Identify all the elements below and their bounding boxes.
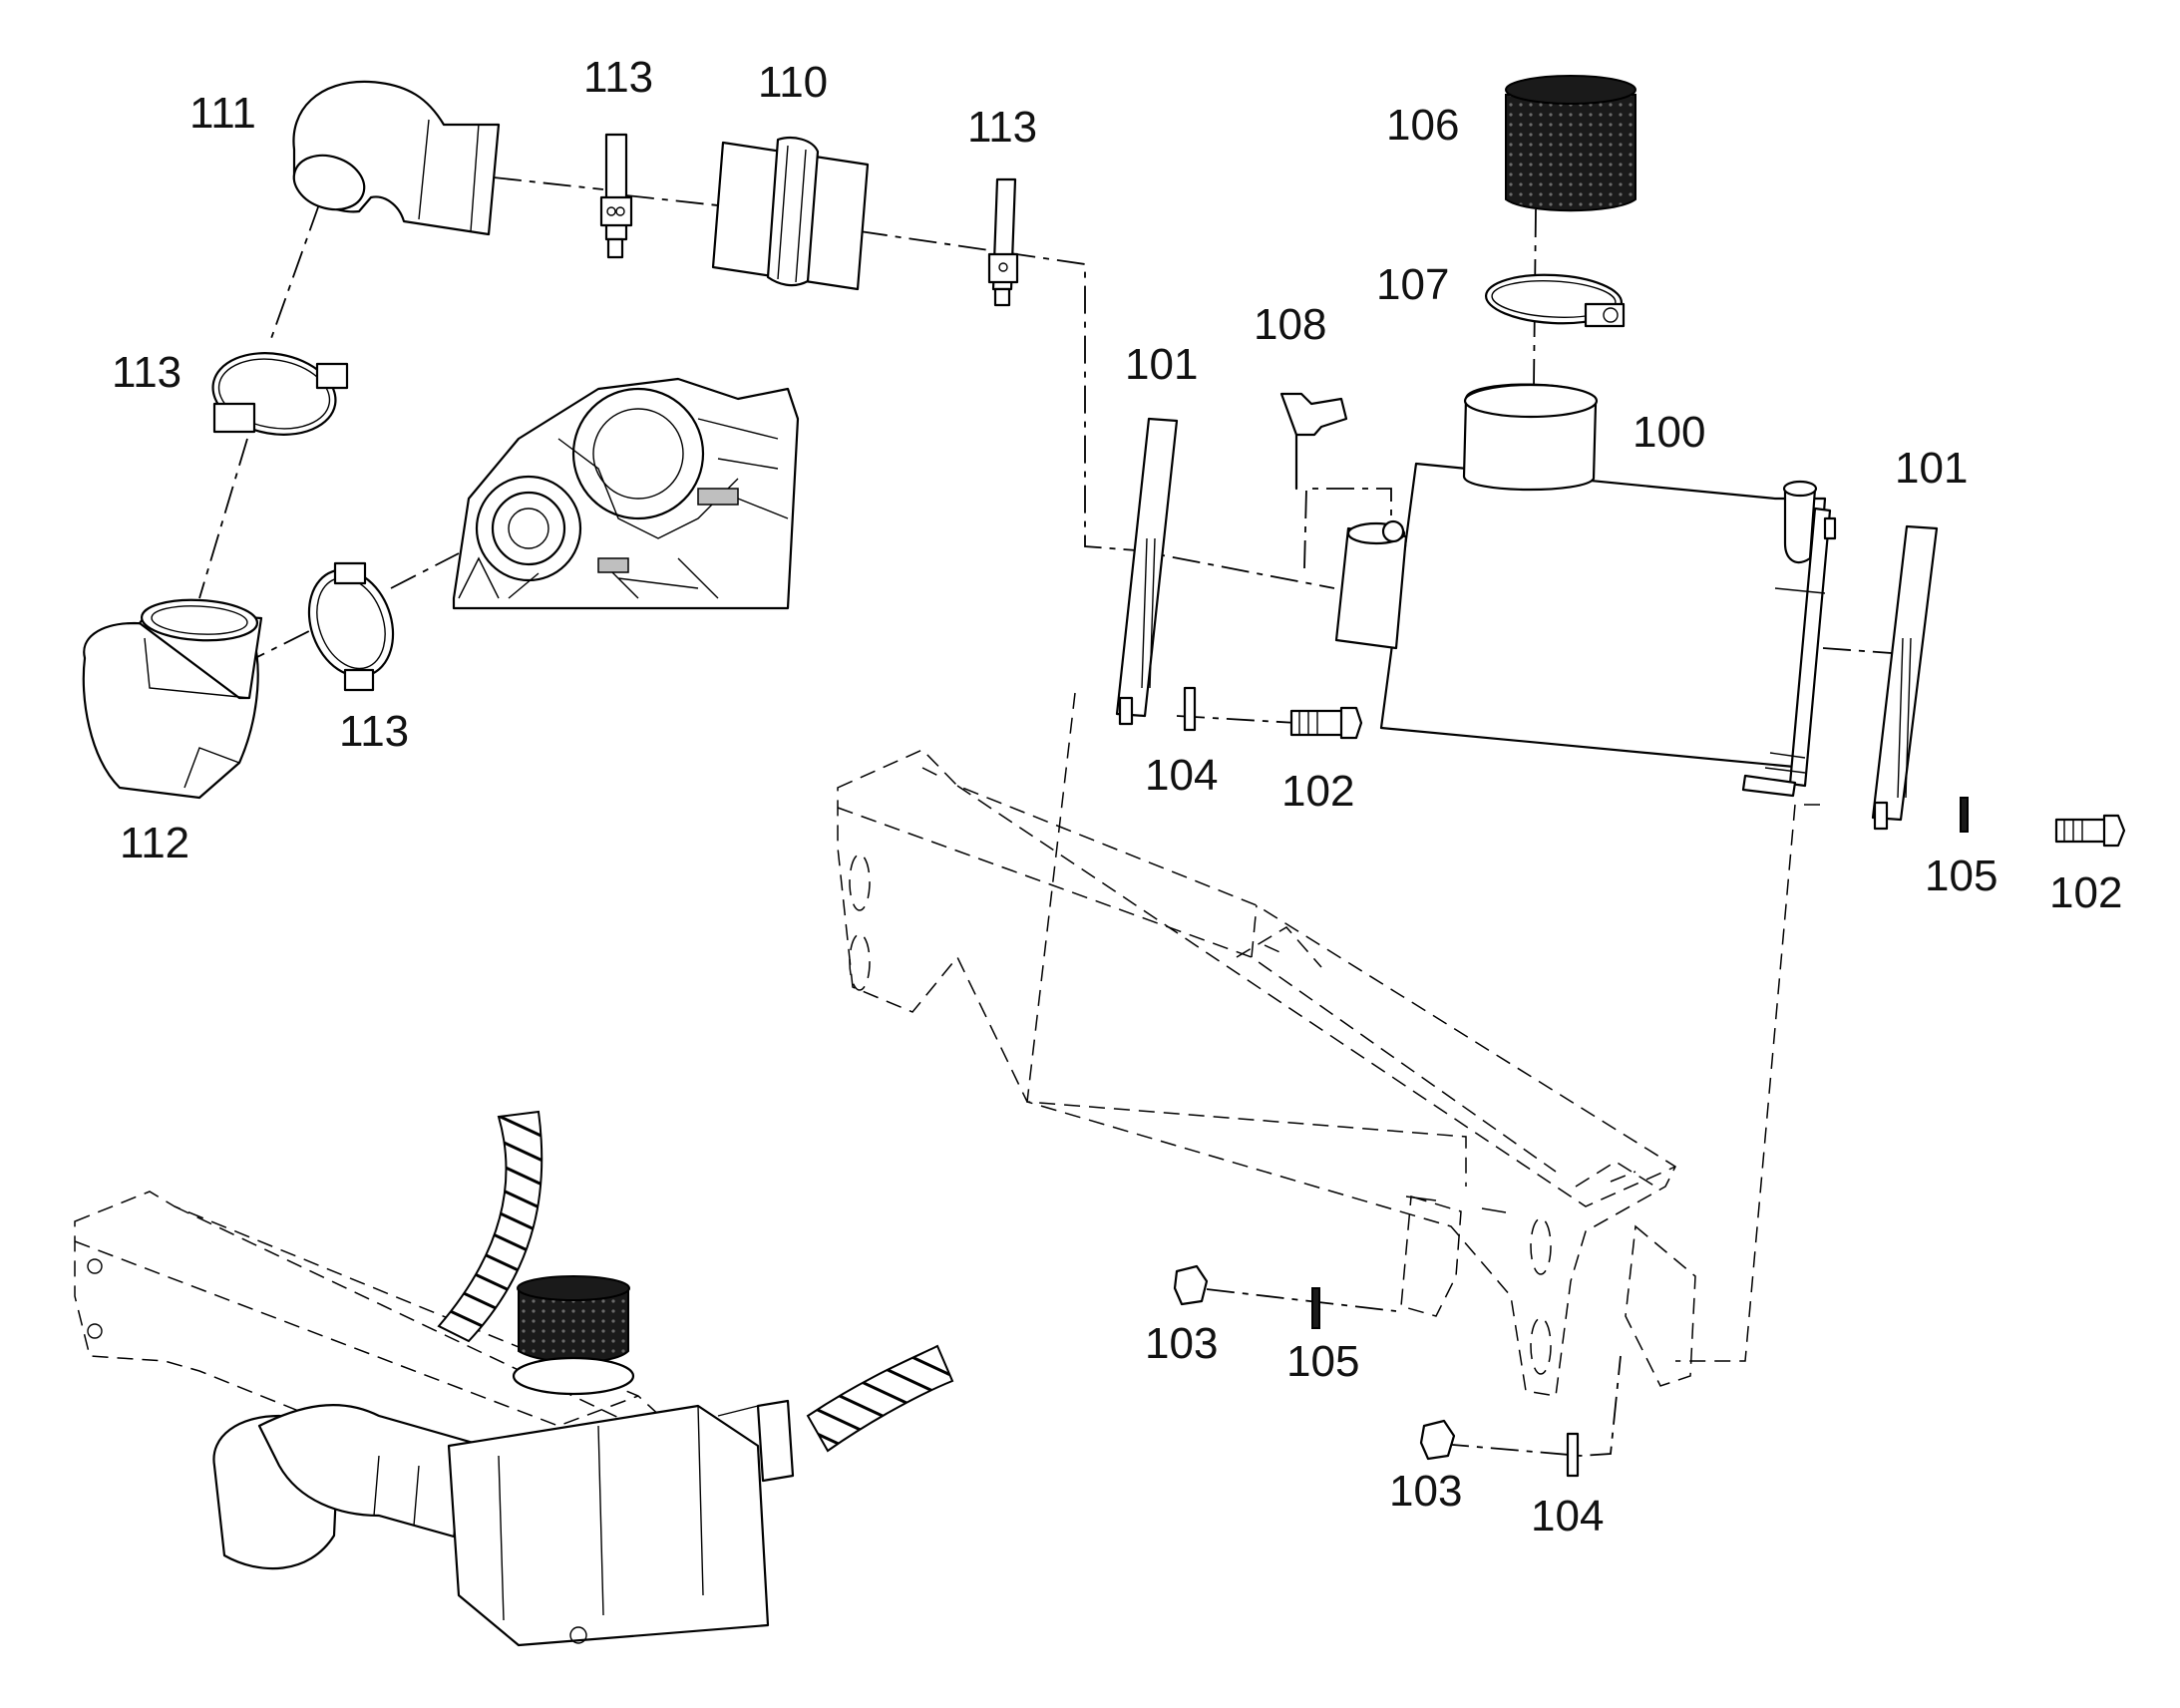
part-107-clamp [1484, 273, 1626, 328]
part-102-bolt-b [2054, 814, 2126, 848]
part-100-filter-housing [1334, 383, 1837, 798]
mounting-bracket [837, 749, 1696, 1397]
assembled-view [74, 1110, 954, 1647]
callout-108: 108 [1254, 300, 1326, 349]
callout-103-b: 103 [1389, 1467, 1462, 1516]
callout-112: 112 [120, 819, 189, 867]
part-105-washer-a [1960, 797, 1969, 833]
callout-113-c: 113 [112, 348, 182, 397]
part-105-washer-b [1311, 1287, 1320, 1329]
part-101-strap-left [1115, 417, 1179, 726]
part-101-strap-right [1871, 524, 1939, 831]
callout-113-b: 113 [967, 103, 1037, 152]
part-111-elbow [292, 80, 501, 236]
callout-101-a: 101 [1125, 340, 1198, 389]
callout-113-d: 113 [339, 707, 409, 756]
part-113-clamp-c [211, 352, 349, 436]
callout-110: 110 [758, 58, 828, 107]
callout-labels: 111 113 110 113 106 107 108 101 100 101 … [112, 53, 2122, 1540]
part-112-airbox [82, 598, 263, 800]
turbo-engine-detail [452, 377, 800, 610]
callout-102-a: 102 [1281, 767, 1354, 816]
callout-107: 107 [1376, 260, 1449, 309]
callout-103-a: 103 [1145, 1319, 1218, 1368]
callout-104-a: 104 [1145, 751, 1218, 800]
part-102-bolt-a [1289, 706, 1363, 740]
part-108-fitting [1279, 392, 1348, 491]
callout-105-a: 105 [1925, 852, 1998, 900]
part-103-nut-b [1419, 1419, 1456, 1461]
part-113-clamp-d [307, 561, 395, 692]
part-103-nut-a [1173, 1264, 1209, 1306]
callout-101-b: 101 [1895, 444, 1968, 493]
callout-104-b: 104 [1531, 1492, 1604, 1540]
part-113-clamp-a [599, 133, 633, 259]
callout-102-b: 102 [2049, 868, 2122, 917]
callout-106: 106 [1386, 101, 1459, 150]
part-106-filter-cap [1505, 75, 1636, 212]
callout-105-b: 105 [1286, 1337, 1359, 1386]
assembly-lines [198, 176, 1906, 1457]
callout-113-a: 113 [583, 53, 653, 102]
callout-111: 111 [189, 89, 256, 138]
part-104-washer-a [1183, 686, 1197, 732]
callout-100: 100 [1633, 408, 1705, 457]
part-113-clamp-b [987, 177, 1019, 307]
part-110-coupler [711, 136, 870, 291]
part-104-washer-b [1566, 1432, 1580, 1478]
